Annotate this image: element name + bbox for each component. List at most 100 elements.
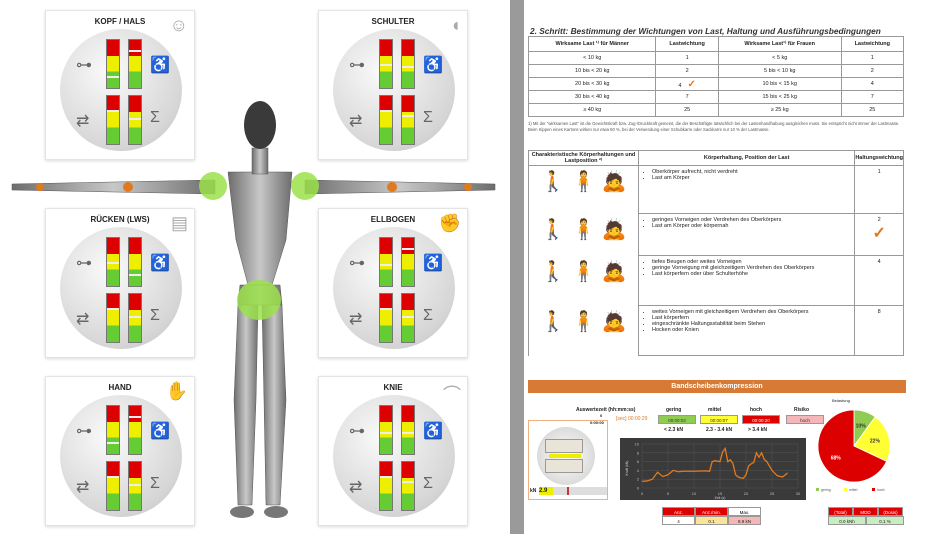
- table-row: 🚶 🧍 🙇geringes Vorneigen oder Verdrehen d…: [528, 213, 904, 256]
- y-tick-label: 0: [637, 486, 640, 491]
- cell-text: 20 bis < 30 kg: [575, 81, 610, 87]
- posture-weight: 1: [854, 165, 904, 214]
- table-cell: 4: [840, 77, 905, 91]
- y-axis-label: Kraft (kN): [625, 461, 629, 476]
- cell-text: 4: [678, 82, 682, 89]
- dumbbell-icon: ⊶: [76, 423, 92, 440]
- indicator-circle: [60, 227, 182, 349]
- dumbbell-icon: ⊶: [76, 255, 92, 272]
- dumbbell-icon: ⊶: [76, 57, 92, 74]
- sigma-icon: Σ: [423, 109, 433, 126]
- posture-silhouettes: 🚶 🧍 🙇: [528, 255, 639, 306]
- pie-slice-hoch: [817, 409, 888, 483]
- risk-col-header: Risiko: [794, 407, 810, 413]
- indicator-circle: [333, 395, 455, 517]
- body-region-panel[interactable]: SCHULTER◖⊶♿⇄Σ: [318, 10, 468, 160]
- total-bar: [128, 293, 142, 343]
- load-bar: [106, 405, 120, 455]
- frequency-bar: [106, 461, 120, 511]
- cell-text: 4: [870, 81, 874, 87]
- legend-swatch: [844, 488, 847, 491]
- cell-text: 7: [685, 94, 689, 100]
- frequency-bar: [379, 461, 393, 511]
- weight-value: 8: [877, 309, 881, 315]
- table-cell: 5 bis < 10 kg: [717, 64, 842, 78]
- body-region-panel[interactable]: RÜCKEN (LWS)▤⊶♿⇄Σ: [45, 208, 195, 358]
- posture-description: tiefes Beugen oder weites Vorneigengerin…: [637, 255, 856, 306]
- posture-bar: [401, 405, 415, 455]
- range-label: < 2.3 kN: [664, 427, 684, 433]
- cell-text: 2: [870, 68, 874, 74]
- list-item: weites Vorneigen mit gleichzeitigem Verd…: [652, 309, 851, 315]
- table-cell: 1: [840, 51, 905, 65]
- posture-bar: [401, 237, 415, 287]
- frequency-bar: [379, 95, 393, 145]
- sigma-icon: Σ: [150, 109, 160, 126]
- left-shoulder-marker: [199, 172, 227, 200]
- table-cell: 7: [840, 90, 905, 104]
- list-item: Hocken oder Knien: [652, 327, 851, 333]
- column-header: Wirksame Last ¹⁾ für Männer: [527, 36, 657, 52]
- posture-description: Oberkörper aufrecht, nicht verdrehtLast …: [637, 165, 856, 214]
- y-tick-label: 2: [637, 477, 640, 482]
- table-row: 🚶 🧍 🙇tiefes Beugen oder weites Vorneigen…: [528, 255, 904, 306]
- mannequin-figure[interactable]: [0, 0, 510, 534]
- risk-time-cell: hoch: [786, 415, 824, 424]
- panel-title: RÜCKEN (LWS): [90, 215, 150, 224]
- load-bar: [106, 39, 120, 89]
- plot-background: [620, 438, 806, 500]
- x-axis-label: Zeit (s): [715, 496, 726, 500]
- list-item: Last am Körper oder körpernah: [652, 223, 851, 229]
- repeat-icon: ⇄: [76, 479, 90, 496]
- hip-marker: [237, 280, 281, 320]
- x-tick-label: 5: [667, 491, 670, 496]
- body-region-panel[interactable]: KOPF / HALS☺⊶♿⇄Σ: [45, 10, 195, 160]
- load-bar: [379, 39, 393, 89]
- panel-title: KOPF / HALS: [94, 17, 146, 26]
- repeat-icon: ⇄: [76, 311, 90, 328]
- body-region-panel[interactable]: HAND✋⊶♿⇄Σ: [45, 376, 195, 526]
- stats-header: Anz.: [662, 507, 695, 516]
- column-header: Lastwichtung: [655, 36, 719, 52]
- indicator-circle: [333, 29, 455, 151]
- body-region-panel[interactable]: ELLBOGEN✊⊶♿⇄Σ: [318, 208, 468, 358]
- frequency-bar: [379, 293, 393, 343]
- step-heading: 2. Schritt: Bestimmung der Wichtungen vo…: [530, 26, 881, 36]
- scrollbar[interactable]: [510, 0, 524, 534]
- list-item: Oberkörper aufrecht, nicht verdreht: [652, 169, 851, 175]
- posture-silhouettes: 🚶 🧍 🙇: [528, 305, 639, 356]
- dumbbell-icon: ⊶: [349, 57, 365, 74]
- sigma-icon: Σ: [423, 307, 433, 324]
- mdd-header: MDD: [853, 507, 878, 516]
- column-header: Körperhaltung, Position der Last: [637, 150, 856, 166]
- total-bar: [128, 95, 142, 145]
- posture-bar: [401, 39, 415, 89]
- legend-label: mittel: [849, 488, 858, 492]
- list-item: geringe Vorneigung mit gleichzeitigem Ve…: [652, 265, 851, 271]
- kn-label: kN: [530, 488, 537, 494]
- cell-text: 2: [685, 68, 689, 74]
- body-region-panel[interactable]: KNIE⌒⊶♿⇄Σ: [318, 376, 468, 526]
- indicator-circle: [333, 227, 455, 349]
- bending-person-icon: ♿: [150, 423, 170, 440]
- repeat-icon: ⇄: [349, 311, 363, 328]
- column-header: Lastwichtung: [840, 36, 905, 52]
- indicator-circle: [60, 29, 182, 151]
- total-bar: [401, 461, 415, 511]
- sigma-icon: Σ: [150, 307, 160, 324]
- mdd-header: (Total): [828, 507, 853, 516]
- sigma-icon: Σ: [150, 475, 160, 492]
- cell-text: 1: [685, 55, 689, 61]
- footnote: 1) Mit der "wirksamen Last" ist die Gewi…: [528, 121, 900, 132]
- list-item: tiefes Beugen oder weites Vorneigen: [652, 259, 851, 265]
- cell-text: 7: [870, 94, 874, 100]
- pie-data-label: 10%: [856, 423, 867, 429]
- x-tick-label: 10: [692, 491, 697, 496]
- table-cell: 2: [655, 64, 719, 78]
- range-label: > 3.4 kN: [748, 427, 768, 433]
- list-item: Last körperfern oder über Schulterhöhe: [652, 271, 851, 277]
- posture-weight: 8: [854, 305, 904, 356]
- cell-text: 5 bis < 10 kg: [764, 68, 796, 74]
